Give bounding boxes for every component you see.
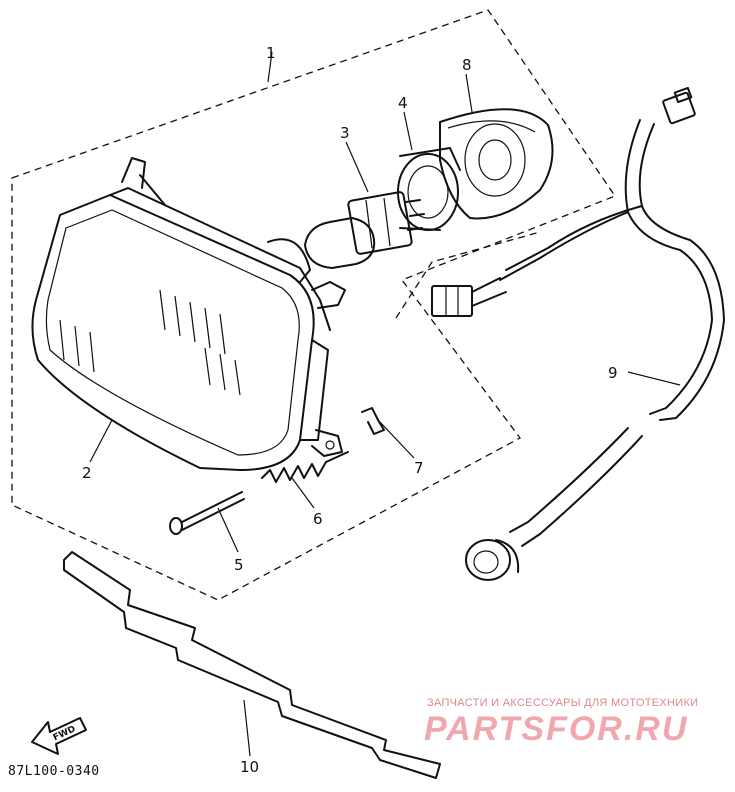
callout-2: 2 [82, 464, 92, 482]
callout-9: 9 [608, 364, 618, 382]
fwd-direction-indicator: FWD [31, 717, 87, 755]
dust-cover [439, 108, 554, 220]
watermark-logo: PARTSFOR.RU [424, 710, 689, 748]
wire-boundary [395, 231, 541, 319]
callout-5: 5 [234, 556, 244, 574]
mount-bracket [63, 551, 441, 779]
assembly-boundary [11, 9, 616, 601]
callout-1: 1 [266, 44, 276, 62]
callout-4: 4 [398, 94, 408, 112]
bulb [304, 191, 425, 269]
bulb-socket [397, 147, 461, 231]
callout-7: 7 [414, 459, 424, 477]
wire-harness [431, 86, 725, 581]
clip [361, 407, 385, 435]
watermark-caption: ЗАПЧАСТИ И АКСЕССУАРЫ ДЛЯ МОТОТЕХНИКИ [427, 697, 699, 709]
drawing-code: 87L100-0340 [8, 764, 100, 779]
adjusting-screw [169, 491, 245, 535]
leader-lines [89, 51, 681, 757]
callout-10: 10 [240, 758, 259, 776]
spring [261, 451, 349, 483]
callout-6: 6 [313, 510, 323, 528]
headlight-unit [31, 157, 346, 471]
callout-3: 3 [340, 124, 350, 142]
callout-8: 8 [462, 56, 472, 74]
